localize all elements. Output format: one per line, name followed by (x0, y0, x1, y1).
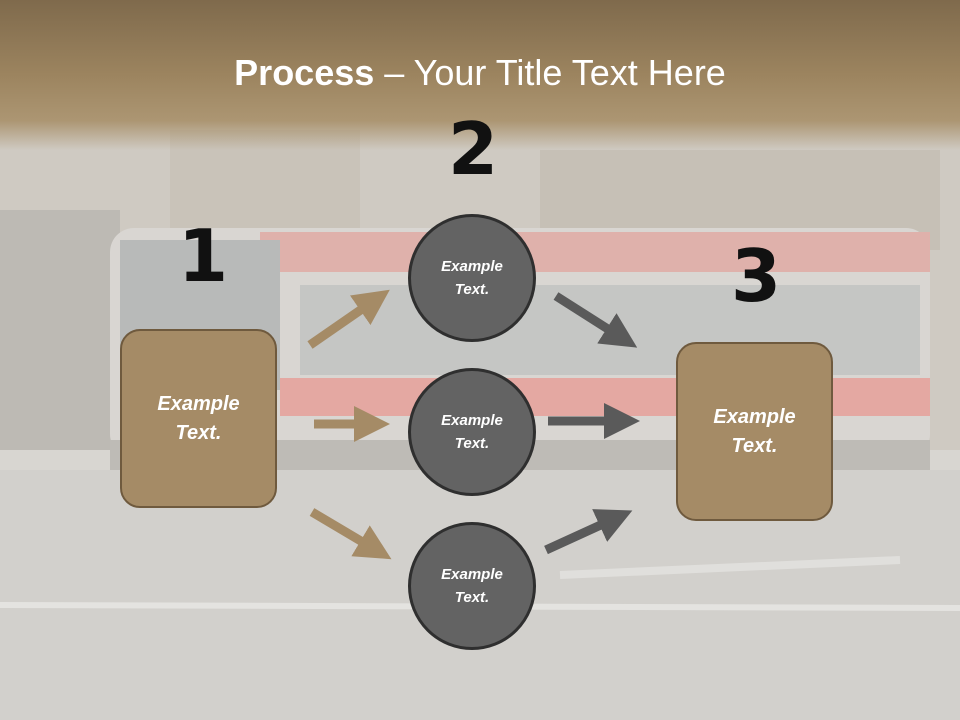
circle-top-line1: Example (441, 258, 503, 275)
right-box-line1: Example (713, 405, 796, 428)
step-number-2: 2 (448, 107, 499, 191)
circle-bottom: Example Text. (408, 522, 536, 650)
circle-middle-line2: Text. (454, 435, 490, 452)
arrow-top-to-right (553, 292, 638, 348)
step-number-3: 3 (731, 234, 782, 318)
title-band (0, 0, 960, 150)
circle-middle-line1: Example (441, 412, 503, 429)
title-rest: – Your Title Text Here (374, 52, 726, 93)
circle-top: Example Text. (408, 214, 536, 342)
left-box: Example Text. (120, 329, 277, 508)
right-box: Example Text. (676, 342, 833, 521)
circle-bottom-line1: Example (441, 566, 503, 583)
left-box-line1: Example (157, 392, 240, 415)
title-bold: Process (234, 52, 375, 93)
circle-bottom-line2: Text. (454, 589, 490, 606)
arrow-bottom-to-right (544, 509, 633, 555)
right-box-line2: Text. (731, 434, 778, 457)
circle-top-line2: Text. (454, 281, 490, 298)
slide-title: Process – Your Title Text Here (0, 52, 960, 94)
left-box-line2: Text. (175, 421, 222, 444)
arrow-left-to-top (307, 289, 390, 349)
circle-middle: Example Text. (408, 368, 536, 496)
arrow-left-to-bottom (309, 508, 392, 560)
step-number-1: 1 (178, 214, 229, 298)
